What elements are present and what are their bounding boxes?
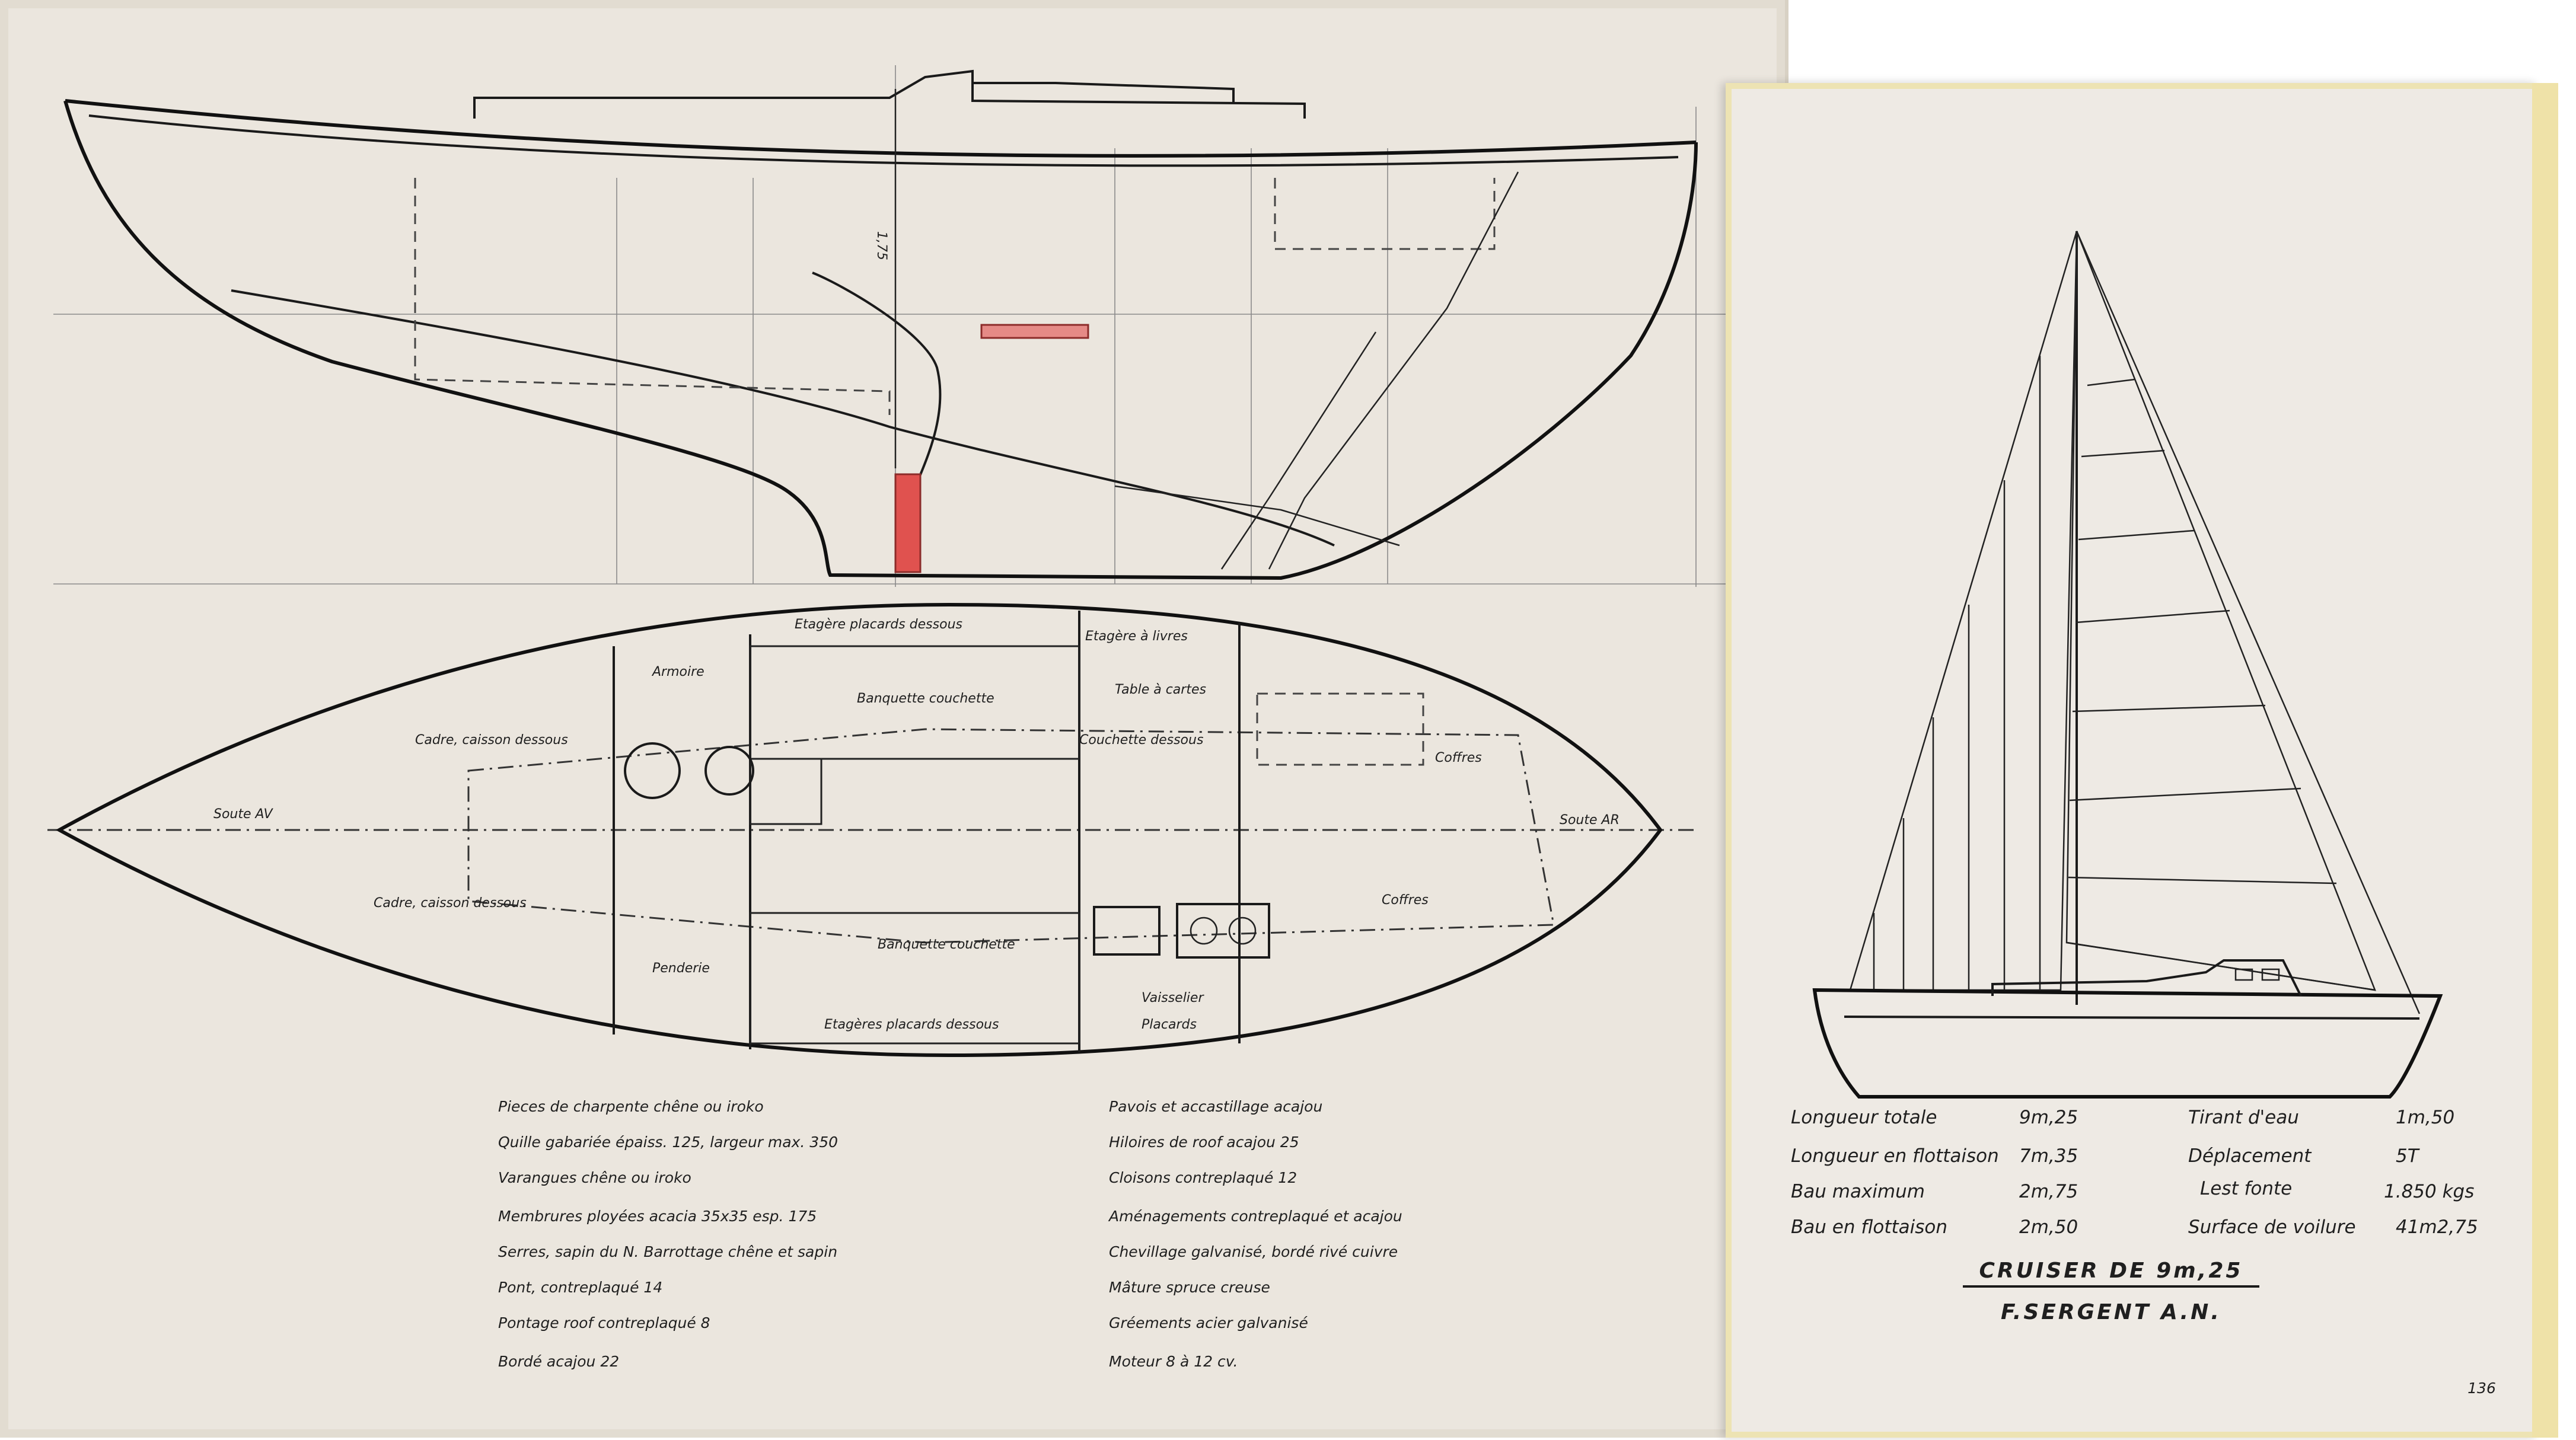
construction-notes-right: Pavois et accastillage acajou Hiloires d… (1108, 1098, 1402, 1370)
porthole-2 (2261, 968, 2280, 981)
wc-bowl (624, 742, 681, 799)
dimension-label: 1,75 (874, 231, 889, 260)
svg-text:Tirant d'eau: Tirant d'eau (2188, 1107, 2299, 1128)
label-coffres-top: Coffres (1435, 751, 1482, 765)
svg-text:Lest fonte: Lest fonte (2200, 1178, 2292, 1199)
svg-text:Bordé acajou 22: Bordé acajou 22 (498, 1353, 619, 1370)
label-table-cartes: Table à cartes (1115, 682, 1206, 697)
svg-text:Varangues chêne ou iroko: Varangues chêne ou iroko (498, 1169, 691, 1186)
svg-text:Longueur en flottaison: Longueur en flottaison (1791, 1145, 1999, 1167)
label-etagere-top: Etagère placards dessous (795, 617, 962, 632)
sail-plan-hull (1812, 988, 2443, 1099)
mast-step (980, 324, 1089, 339)
svg-text:1m,50: 1m,50 (2396, 1107, 2454, 1128)
label-penderie: Penderie (652, 961, 710, 976)
svg-text:41m2,75: 41m2,75 (2396, 1217, 2478, 1238)
main-drawing-sheet: 1,75 Armoire Etagère placards dessous (0, 0, 1788, 1438)
svg-text:Pont, contreplaqué 14: Pont, contreplaqué 14 (498, 1279, 662, 1296)
cabin-sole-outline (467, 728, 1555, 944)
svg-text:1.850 kgs: 1.850 kgs (2384, 1181, 2474, 1202)
svg-text:Bau maximum: Bau maximum (1791, 1181, 1925, 1202)
chart-table (1256, 692, 1424, 766)
keel-bottom-line (1114, 485, 1400, 547)
hull-plan: Armoire Etagère placards dessous Etagère… (47, 602, 1696, 1058)
label-cadre-bottom: Cadre, caisson dessous (374, 896, 527, 911)
svg-text:Cloisons contreplaqué 12: Cloisons contreplaqué 12 (1109, 1169, 1297, 1186)
bulkhead-curve (812, 272, 942, 493)
sink (1093, 906, 1161, 956)
svg-text:Pontage roof contreplaqué 8: Pontage roof contreplaqué 8 (498, 1314, 710, 1332)
sail-plan (1812, 231, 2443, 1099)
label-coffres-bottom: Coffres (1382, 893, 1429, 908)
sail-plan-drawing: Longueur totale 9m,25 Longueur en flotta… (1791, 231, 2496, 1397)
label-armoire: Armoire (651, 665, 704, 679)
coachroof (1991, 959, 2302, 997)
designer-signature: F.SERGENT A.N. (2001, 1300, 2221, 1324)
label-vaisselier: Vaisselier (1142, 991, 1204, 1005)
berth-bottom (749, 912, 1080, 1045)
rudder-line-2 (1220, 331, 1377, 570)
svg-text:Longueur totale: Longueur totale (1791, 1107, 1937, 1128)
page-number: 136 (2467, 1380, 2496, 1397)
label-soute-av: Soute AV (213, 807, 273, 822)
label-cadre-top: Cadre, caisson dessous (415, 733, 568, 748)
hull-outline (63, 100, 1698, 580)
svg-text:Serres, sapin du N. Barrottage: Serres, sapin du N. Barrottage chêne et … (498, 1243, 837, 1260)
construction-notes-left: Pieces de charpente chêne ou iroko Quill… (498, 1098, 838, 1370)
interior-hidden-2 (1274, 178, 1496, 250)
hull-drawing: 1,75 Armoire Etagère placards dessous (47, 65, 1755, 1370)
svg-text:2m,50: 2m,50 (2019, 1217, 2078, 1238)
label-couchette-dessous: Couchette dessous (1079, 733, 1203, 748)
sail-plan-sheet: Longueur totale 9m,25 Longueur en flotta… (1726, 83, 2558, 1438)
drawing-title: CRUISER DE 9m,25 (1979, 1259, 2243, 1283)
svg-text:7m,35: 7m,35 (2019, 1145, 2078, 1167)
deck-line (88, 114, 1679, 167)
forestay (2076, 231, 2421, 1014)
deck-outline (55, 602, 1663, 1058)
hull-profile: 1,75 (53, 65, 1755, 587)
svg-text:Membrures ployées acacia 35x35: Membrures ployées acacia 35x35 esp. 175 (498, 1208, 817, 1225)
station-lines (616, 65, 1697, 587)
porthole-1 (2234, 968, 2253, 981)
svg-text:2m,75: 2m,75 (2019, 1181, 2078, 1202)
interior-hidden-1 (414, 178, 891, 415)
svg-text:Quille gabariée épaiss. 125, l: Quille gabariée épaiss. 125, largeur max… (498, 1134, 838, 1151)
svg-text:Bau en flottaison: Bau en flottaison (1791, 1217, 1947, 1238)
svg-text:Pavois et accastillage acajou: Pavois et accastillage acajou (1109, 1098, 1322, 1115)
cabin-roof (473, 69, 1306, 119)
sheer-line (65, 99, 1697, 158)
burner-2 (1228, 917, 1257, 945)
label-banquette-bottom: Banquette couchette (878, 937, 1015, 952)
rudder-line (1268, 171, 1519, 570)
svg-text:Pieces de charpente chêne ou i: Pieces de charpente chêne ou iroko (498, 1098, 764, 1115)
label-banquette-top: Banquette couchette (857, 691, 994, 706)
svg-text:Aménagements contreplaqué et a: Aménagements contreplaqué et acajou (1108, 1208, 1402, 1225)
sheer-stripe (1844, 1016, 2420, 1020)
svg-text:Moteur 8 à 12 cv.: Moteur 8 à 12 cv. (1109, 1353, 1238, 1370)
keel-ballast (894, 473, 922, 573)
svg-text:9m,25: 9m,25 (2019, 1107, 2078, 1128)
label-placards: Placards (1142, 1017, 1197, 1032)
svg-text:Surface de voilure: Surface de voilure (2188, 1217, 2356, 1238)
svg-text:Déplacement: Déplacement (2188, 1145, 2312, 1167)
burner-1 (1190, 917, 1218, 945)
wash-basin (704, 746, 754, 796)
coachroof-step (971, 71, 1235, 104)
binding-edge (2532, 83, 2558, 1438)
stove (1176, 903, 1270, 959)
specifications: Longueur totale 9m,25 Longueur en flotta… (1791, 1107, 2478, 1238)
svg-text:Chevillage galvanisé, bordé ri: Chevillage galvanisé, bordé rivé cuivre (1109, 1243, 1398, 1260)
svg-text:Gréements acier galvanisé: Gréements acier galvanisé (1109, 1314, 1308, 1332)
svg-text:5T: 5T (2396, 1145, 2420, 1167)
inner-planking (231, 289, 1335, 547)
label-etagere-livres: Etagère à livres (1085, 629, 1188, 644)
svg-text:Hiloires de roof acajou 25: Hiloires de roof acajou 25 (1109, 1134, 1299, 1151)
label-etageres-bottom: Etagères placards dessous (824, 1017, 999, 1032)
label-soute-ar: Soute AR (1560, 813, 1619, 828)
mainsail (1849, 231, 2078, 991)
berth-top (749, 645, 1080, 825)
svg-text:Mâture spruce creuse: Mâture spruce creuse (1109, 1279, 1270, 1296)
